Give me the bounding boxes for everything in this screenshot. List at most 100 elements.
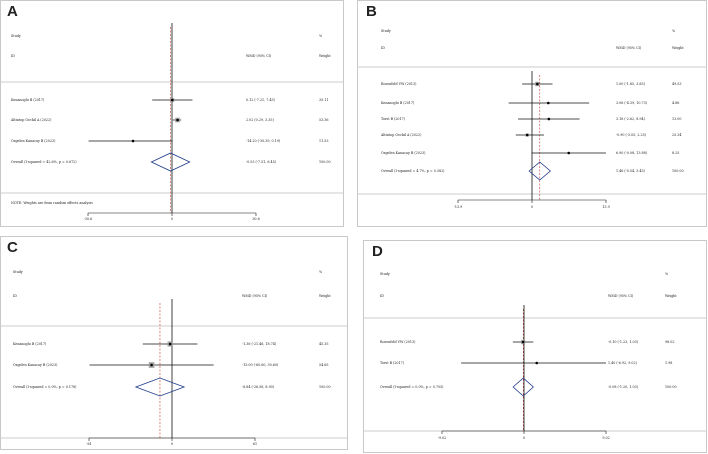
study-effect-text: -15.00 (-60.60, 30.60) bbox=[242, 363, 279, 367]
study-effect-text: 6.90 (-0.08, 13.88) bbox=[616, 151, 648, 155]
study-point bbox=[171, 98, 174, 102]
header-study: Study bbox=[13, 270, 23, 274]
study-effect-text: 3.06 (-4.39, 10.73) bbox=[616, 101, 648, 105]
overall-label: Overall (I-squared = 0.0%, p = 0.705) bbox=[380, 385, 444, 389]
x-tick-label: 30.6 bbox=[252, 217, 259, 221]
header-study: Study bbox=[380, 272, 390, 276]
x-tick-label: 0 bbox=[523, 436, 525, 440]
overall-weight-text: 100.00 bbox=[319, 160, 331, 164]
study-weight-text: 54.65 bbox=[319, 363, 328, 367]
overall-diamond bbox=[512, 377, 534, 397]
overall-diamond bbox=[134, 377, 186, 397]
study-weight-text: 13.00 bbox=[672, 117, 681, 121]
study-weight-text: 53.36 bbox=[319, 118, 328, 122]
x-tick-label: 13.9 bbox=[602, 205, 609, 209]
study-point bbox=[150, 363, 153, 367]
x-tick-label: 61 bbox=[253, 442, 257, 446]
study-label: Ozgelen Kanacay B (2023) bbox=[381, 151, 426, 155]
header-weight: Weight bbox=[319, 54, 331, 58]
study-label: Kenanoglu B (2017) bbox=[11, 98, 45, 102]
study-point bbox=[176, 118, 179, 122]
overall-label: Overall (I-squared = 4.7%, p = 0.382) bbox=[381, 169, 445, 173]
panel-a-label: A bbox=[7, 3, 18, 20]
overall-diamond bbox=[150, 152, 191, 172]
x-tick-label: 9.02 bbox=[602, 436, 609, 440]
header-study: Study bbox=[11, 34, 21, 38]
overall-effect-text: 1.46 (-0.54, 3.45) bbox=[616, 169, 646, 173]
study-weight-text: 98.02 bbox=[665, 340, 674, 344]
study-effect-text: -14.20 (-30.39, 0.19) bbox=[246, 139, 281, 143]
study-label: Rosenfeld VW (2013) bbox=[381, 82, 417, 86]
x-tick-label: 0 bbox=[531, 205, 533, 209]
study-label: Altintop Geckil A (2022) bbox=[10, 118, 52, 122]
x-tick-label: -13.9 bbox=[454, 205, 462, 209]
study-label: Altintop Geckil A (2022) bbox=[380, 133, 422, 137]
study-point bbox=[536, 82, 539, 86]
overall-effect-text: -0.08 (-1.20, 1.03) bbox=[608, 385, 639, 389]
header-study: Study bbox=[381, 29, 391, 33]
x-tick-label: -9.02 bbox=[438, 436, 446, 440]
header-weight: Weight bbox=[672, 46, 684, 50]
overall-effect-text: -0.53 (-7.51, 6.45) bbox=[246, 160, 277, 164]
header-weight: Weight bbox=[319, 294, 331, 298]
header-pct: % bbox=[672, 29, 675, 33]
study-effect-text: 1.00 (-1.85, 3.85) bbox=[616, 82, 646, 86]
study-label: Ozgelen Kanacay B (2023) bbox=[13, 363, 58, 367]
header-pct: % bbox=[319, 34, 322, 38]
study-label: Torst B (2017) bbox=[380, 361, 405, 365]
x-tick-label: 0 bbox=[171, 442, 173, 446]
header-weight: Weight bbox=[665, 294, 677, 298]
study-effect-text: -0.90 (-3.05, 2.25) bbox=[616, 133, 647, 137]
overall-weight-text: 100.00 bbox=[672, 169, 684, 173]
study-weight-text: 25.34 bbox=[672, 133, 681, 137]
header-effect: WMD (95% CI) bbox=[242, 294, 268, 298]
overall-effect-text: -8.84 (-26.58, 8.90) bbox=[242, 385, 275, 389]
study-effect-text: -1.36 (-21.46, 18.74) bbox=[242, 342, 277, 346]
study-weight-text: 1.98 bbox=[665, 361, 672, 365]
study-weight-text: 11.53 bbox=[319, 139, 328, 143]
study-point bbox=[525, 133, 529, 137]
header-id: ID bbox=[381, 46, 385, 50]
x-tick-label: -61 bbox=[86, 442, 91, 446]
study-point bbox=[567, 151, 571, 155]
header-id: ID bbox=[380, 294, 384, 298]
header-effect: WMD (95% CI) bbox=[616, 46, 642, 50]
study-label: Torst B (2017) bbox=[381, 117, 406, 121]
study-label: Rosenfeld VW (2013) bbox=[380, 340, 416, 344]
study-effect-text: 3.16 (-2.62, 8.94) bbox=[616, 117, 646, 121]
overall-diamond bbox=[528, 161, 551, 181]
study-point bbox=[535, 361, 539, 365]
panel-c-label: C bbox=[7, 239, 18, 256]
header-pct: % bbox=[665, 272, 668, 276]
study-label: Kenanoglu B (2017) bbox=[381, 101, 415, 105]
study-effect-text: -0.10 (-1.23, 1.03) bbox=[608, 340, 639, 344]
study-point bbox=[168, 342, 172, 346]
overall-weight-text: 100.00 bbox=[319, 385, 331, 389]
header-effect: WMD (95% CI) bbox=[246, 54, 272, 58]
overall-weight-text: 100.00 bbox=[665, 385, 677, 389]
study-weight-text: 35.11 bbox=[319, 98, 328, 102]
header-id: ID bbox=[13, 294, 17, 298]
overall-label: Overall (I-squared = 0.0%, p = 0.178) bbox=[13, 385, 77, 389]
panel-d-label: D bbox=[372, 243, 383, 260]
overall-label: Overall (I-squared = 42.6%, p = 0.672) bbox=[11, 160, 77, 164]
study-weight-text: 45.35 bbox=[319, 342, 328, 346]
study-effect-text: 0.12 (-7.21, 7.45) bbox=[246, 98, 276, 102]
study-effect-text: 1.40 (-6.92, 9.02) bbox=[608, 361, 638, 365]
weights-note: NOTE: Weights are from random effects an… bbox=[11, 201, 93, 205]
x-tick-label: -30.6 bbox=[84, 217, 92, 221]
study-weight-text: 8.25 bbox=[672, 151, 679, 155]
study-effect-text: 2.02 (0.29, 3.35) bbox=[246, 118, 274, 122]
header-effect: WMD (95% CI) bbox=[608, 294, 634, 298]
header-id: ID bbox=[11, 54, 15, 58]
study-weight-text: 49.53 bbox=[672, 82, 681, 86]
header-pct: % bbox=[319, 270, 322, 274]
study-point bbox=[131, 139, 135, 143]
